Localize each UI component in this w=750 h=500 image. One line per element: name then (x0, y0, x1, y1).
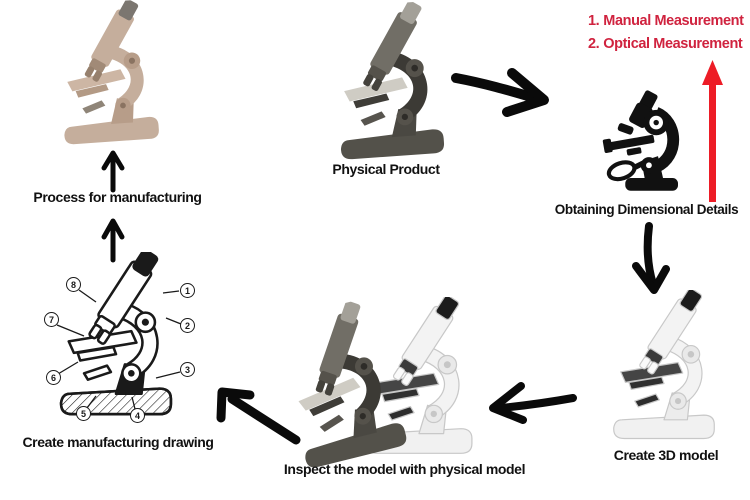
measurement-list: 1.Manual Measurement 2.Optical Measureme… (588, 10, 744, 56)
callout-1: 1 (180, 283, 195, 298)
measurement-item-optical: 2.Optical Measurement (588, 33, 744, 56)
manufacturing-drawing (38, 250, 203, 430)
highlight-arrow-red-icon (702, 60, 723, 202)
measurement-label: Manual Measurement (603, 13, 744, 29)
arrow-product-to-details-icon (451, 68, 549, 117)
create-manufacturing-drawing-label: Create manufacturing drawing (22, 434, 214, 450)
process-for-manufacturing-label: Process for manufacturing (33, 189, 202, 205)
arrow-3d-to-inspect-icon (489, 382, 577, 424)
arrow-details-to-3d-icon (632, 222, 670, 294)
microscope-3d-white-icon (602, 290, 726, 442)
create-3d-model-label: Create 3D model (613, 447, 719, 463)
microscope-photo-icon (320, 0, 457, 164)
callout-5: 5 (76, 406, 91, 421)
microscope-silhouette-magnifier-icon (602, 90, 680, 191)
measurement-label: Optical Measurement (603, 36, 743, 52)
measurement-number: 1. (588, 13, 600, 29)
physical-product-label: Physical Product (332, 161, 440, 177)
callout-4: 4 (130, 408, 145, 423)
inspect-model-label: Inspect the model with physical model (283, 461, 526, 477)
callout-2: 2 (180, 318, 195, 333)
obtaining-dimensional-details-label: Obtaining Dimensional Details (554, 202, 739, 217)
arrow-drawing-to-process-upper-icon (101, 150, 125, 193)
callout-3: 3 (180, 362, 195, 377)
arrow-inspect-to-drawing-icon (216, 387, 301, 445)
measurement-number: 2. (588, 36, 600, 52)
microscope-overlay-icon (270, 294, 472, 470)
measurement-item-manual: 1.Manual Measurement (588, 10, 744, 33)
callout-6: 6 (46, 370, 61, 385)
microscope-beige-icon (45, 0, 170, 149)
callout-leader-lines (56, 289, 182, 410)
arrow-drawing-to-process-lower-icon (101, 218, 125, 263)
callout-7: 7 (44, 312, 59, 327)
callout-8: 8 (66, 277, 81, 292)
